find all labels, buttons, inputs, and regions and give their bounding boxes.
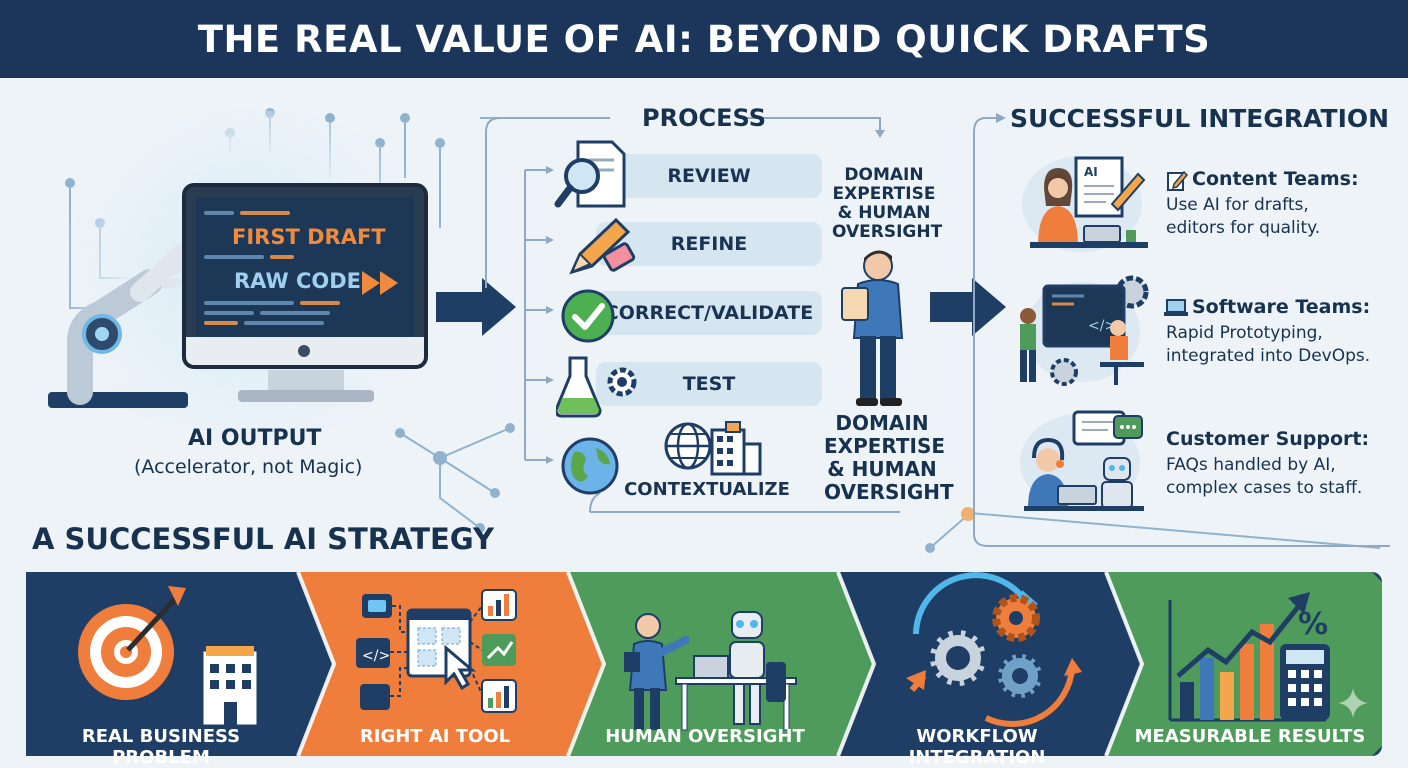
stage-label-real-business-problem: REAL BUSINESS PROBLEM (81, 726, 241, 768)
gears-icon (906, 572, 1082, 727)
customer-support-desc: FAQs handled by AI, complex cases to sta… (1166, 455, 1363, 498)
target-icon (78, 586, 260, 728)
integration-bracket (973, 113, 1390, 547)
software-teams-title: Software Teams: (1192, 296, 1371, 318)
person-clipboard-icon (841, 250, 904, 406)
magnifier-document-icon (554, 140, 626, 208)
customer-support-icon (1024, 410, 1144, 511)
laptop-icon (1164, 299, 1188, 316)
stage-label-measurable-results: MEASURABLE RESULTS (1134, 726, 1366, 747)
human-robot-icon (624, 611, 797, 731)
svg-text:</>: </> (1088, 318, 1116, 334)
strategy-title: A SUCCESSFUL AI STRATEGY (32, 522, 495, 556)
checkmark-icon (561, 289, 615, 343)
ai-tool-dashboard-icon: </> (356, 589, 517, 713)
globe-icon (561, 437, 619, 495)
step-contextualize: CONTEXTUALIZE (624, 478, 790, 500)
content-teams-title: Content Teams: (1192, 168, 1359, 190)
pencil-eraser-icon (569, 217, 636, 275)
flow-arrow-icon (436, 278, 516, 336)
fast-forward-icon (362, 271, 398, 295)
strategy-chevron-bar: </> (26, 572, 1382, 756)
step-review: REVIEW (596, 154, 822, 198)
results-chart-icon: % (1168, 592, 1330, 722)
svg-text:%: % (1298, 607, 1328, 642)
content-teams-desc: Use AI for drafts, editors for quality. (1166, 195, 1321, 238)
stage-label-human-oversight: HUMAN OVERSIGHT (605, 726, 805, 747)
expertise-label-bottom: DOMAIN EXPERTISE & HUMAN OVERSIGHT (824, 411, 954, 504)
svg-text:AI: AI (1084, 165, 1098, 179)
monitor-screen: FIRST DRAFT RAW CODE (196, 197, 414, 337)
flask-gear-icon (556, 356, 637, 418)
screen-first-draft: FIRST DRAFT (232, 225, 386, 249)
software-team-icon: </> (1020, 275, 1149, 386)
stage-label-right-ai-tool: RIGHT AI TOOL (359, 726, 511, 747)
monitor: FIRST DRAFT RAW CODE (182, 183, 428, 369)
step-correct-validate: CORRECT/VALIDATE (596, 291, 822, 335)
software-teams-desc: Rapid Prototyping, integrated into DevOp… (1166, 323, 1371, 366)
process-title: PROCESS (642, 104, 766, 132)
sparkle-icon (1338, 688, 1368, 718)
ai-output-subtitle: (Accelerator, not Magic) (134, 456, 363, 478)
ai-output-title: AI OUTPUT (188, 426, 322, 451)
memo-icon (1167, 170, 1188, 191)
content-writer-icon: AI (1030, 156, 1148, 248)
globe-building-icon (664, 421, 762, 476)
flow-arrow-icon-2 (930, 278, 1006, 336)
page-title: THE REAL VALUE OF AI: BEYOND QUICK DRAFT… (197, 17, 1211, 61)
expertise-label-top: DOMAIN EXPERTISE & HUMAN OVERSIGHT (832, 165, 943, 242)
customer-support-title: Customer Support: (1166, 428, 1370, 450)
header-banner: THE REAL VALUE OF AI: BEYOND QUICK DRAFT… (0, 0, 1408, 78)
svg-text:</>: </> (362, 648, 390, 664)
integration-title: SUCCESSFUL INTEGRATION (1010, 104, 1390, 133)
screen-raw-code: RAW CODE (234, 269, 361, 293)
process-bracket (485, 117, 900, 513)
stage-label-workflow-integration: WORKFLOW INTEGRATION (908, 726, 1046, 768)
